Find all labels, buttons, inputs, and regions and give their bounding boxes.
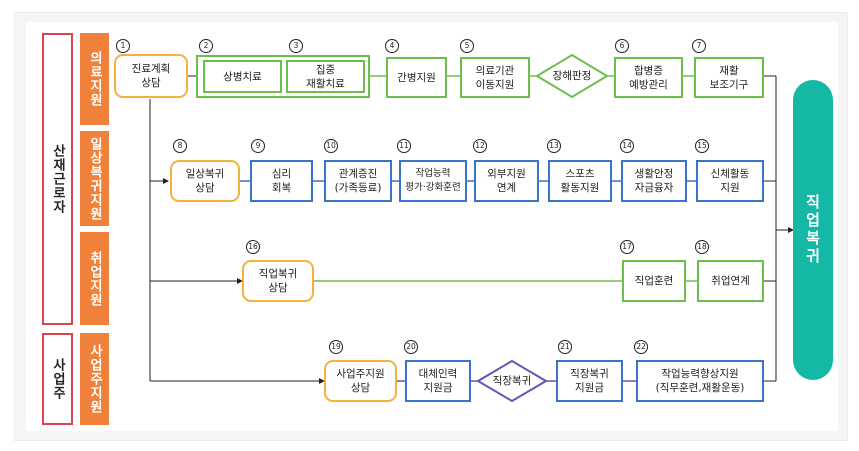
step-17-node: 직업훈련 — [622, 260, 686, 302]
step-3-node: 집중 재활치료 — [286, 60, 365, 93]
step-21-node: 직장복귀 지원금 — [556, 360, 623, 402]
step-21-number: 21 — [558, 340, 572, 354]
step-9-number: 9 — [251, 139, 265, 153]
disability-decision-label: 장해판정 — [552, 70, 592, 82]
step-12-node: 외부지원 연계 — [474, 160, 539, 202]
step-4-number: 4 — [385, 39, 399, 53]
step-20-number: 20 — [404, 340, 418, 354]
step-10-node: 관계증진 (가족등료) — [324, 160, 392, 202]
category-employment: 취업지원 — [80, 232, 109, 325]
step-16-node: 직업복귀 상담 — [242, 260, 314, 302]
category-medical-label: 의료지원 — [87, 51, 102, 107]
step-6-node: 합병증 예방관리 — [614, 57, 683, 98]
step-14-number: 14 — [620, 139, 634, 153]
step-12-number: 12 — [473, 139, 487, 153]
treatment-group-box — [196, 55, 370, 98]
step-7-node: 재활 보조기구 — [694, 57, 764, 98]
return-decision-diamond — [476, 359, 548, 403]
step-8-number: 8 — [173, 139, 187, 153]
group-employer: 사업주 — [42, 333, 73, 425]
return-decision-label: 직장복귀 — [492, 375, 532, 387]
step-1-node: 진료계획 상담 — [114, 54, 188, 98]
step-10-number: 10 — [324, 139, 338, 153]
step-4-node: 간병지원 — [386, 57, 447, 98]
step-18-number: 18 — [695, 240, 709, 254]
category-daily-label: 일상복귀지원 — [87, 136, 102, 221]
step-1-number: 1 — [116, 39, 130, 53]
goal-job-return: 직업복귀 — [793, 80, 833, 380]
step-8-node: 일상복귀 상담 — [170, 160, 240, 202]
group-employer-label: 사업주 — [50, 358, 65, 400]
step-13-number: 13 — [547, 139, 561, 153]
category-employment-label: 취업지원 — [87, 250, 102, 307]
step-7-number: 7 — [692, 39, 706, 53]
category-employer-support: 사업주지원 — [80, 333, 109, 425]
step-16-number: 16 — [246, 240, 260, 254]
group-worker-label: 산재근로자 — [50, 144, 65, 214]
disability-decision-diamond — [535, 53, 609, 99]
step-20-node: 대체인력 지원금 — [405, 360, 471, 402]
step-15-number: 15 — [695, 139, 709, 153]
step-5-number: 5 — [460, 39, 474, 53]
step-9-node: 심리 회복 — [250, 160, 313, 202]
step-2-node: 상병치료 — [203, 60, 282, 93]
step-22-node: 작업능력향상지원 (직무훈련,재활운동) — [636, 360, 764, 402]
step-18-node: 취업연계 — [697, 260, 764, 302]
step-17-number: 17 — [620, 240, 634, 254]
step-13-node: 스포츠 활동지원 — [548, 160, 612, 202]
step-15-node: 신체활동 지원 — [696, 160, 764, 202]
category-medical: 의료지원 — [80, 33, 109, 125]
step-5-node: 의료기관 이동지원 — [460, 57, 530, 98]
step-3-number: 3 — [289, 39, 303, 53]
category-daily: 일상복귀지원 — [80, 131, 109, 226]
step-14-node: 생활안정 자금융자 — [621, 160, 687, 202]
step-22-number: 22 — [634, 340, 648, 354]
group-worker: 산재근로자 — [42, 33, 73, 325]
step-2-number: 2 — [199, 39, 213, 53]
step-19-node: 사업주지원 상담 — [324, 360, 397, 402]
step-6-number: 6 — [615, 39, 629, 53]
goal-label: 직업복귀 — [803, 194, 822, 266]
step-11-node: 작업능력 평가·강화훈련 — [399, 160, 467, 202]
step-19-number: 19 — [329, 340, 343, 354]
step-11-number: 11 — [397, 139, 411, 153]
category-employer-support-label: 사업주지원 — [87, 344, 102, 414]
